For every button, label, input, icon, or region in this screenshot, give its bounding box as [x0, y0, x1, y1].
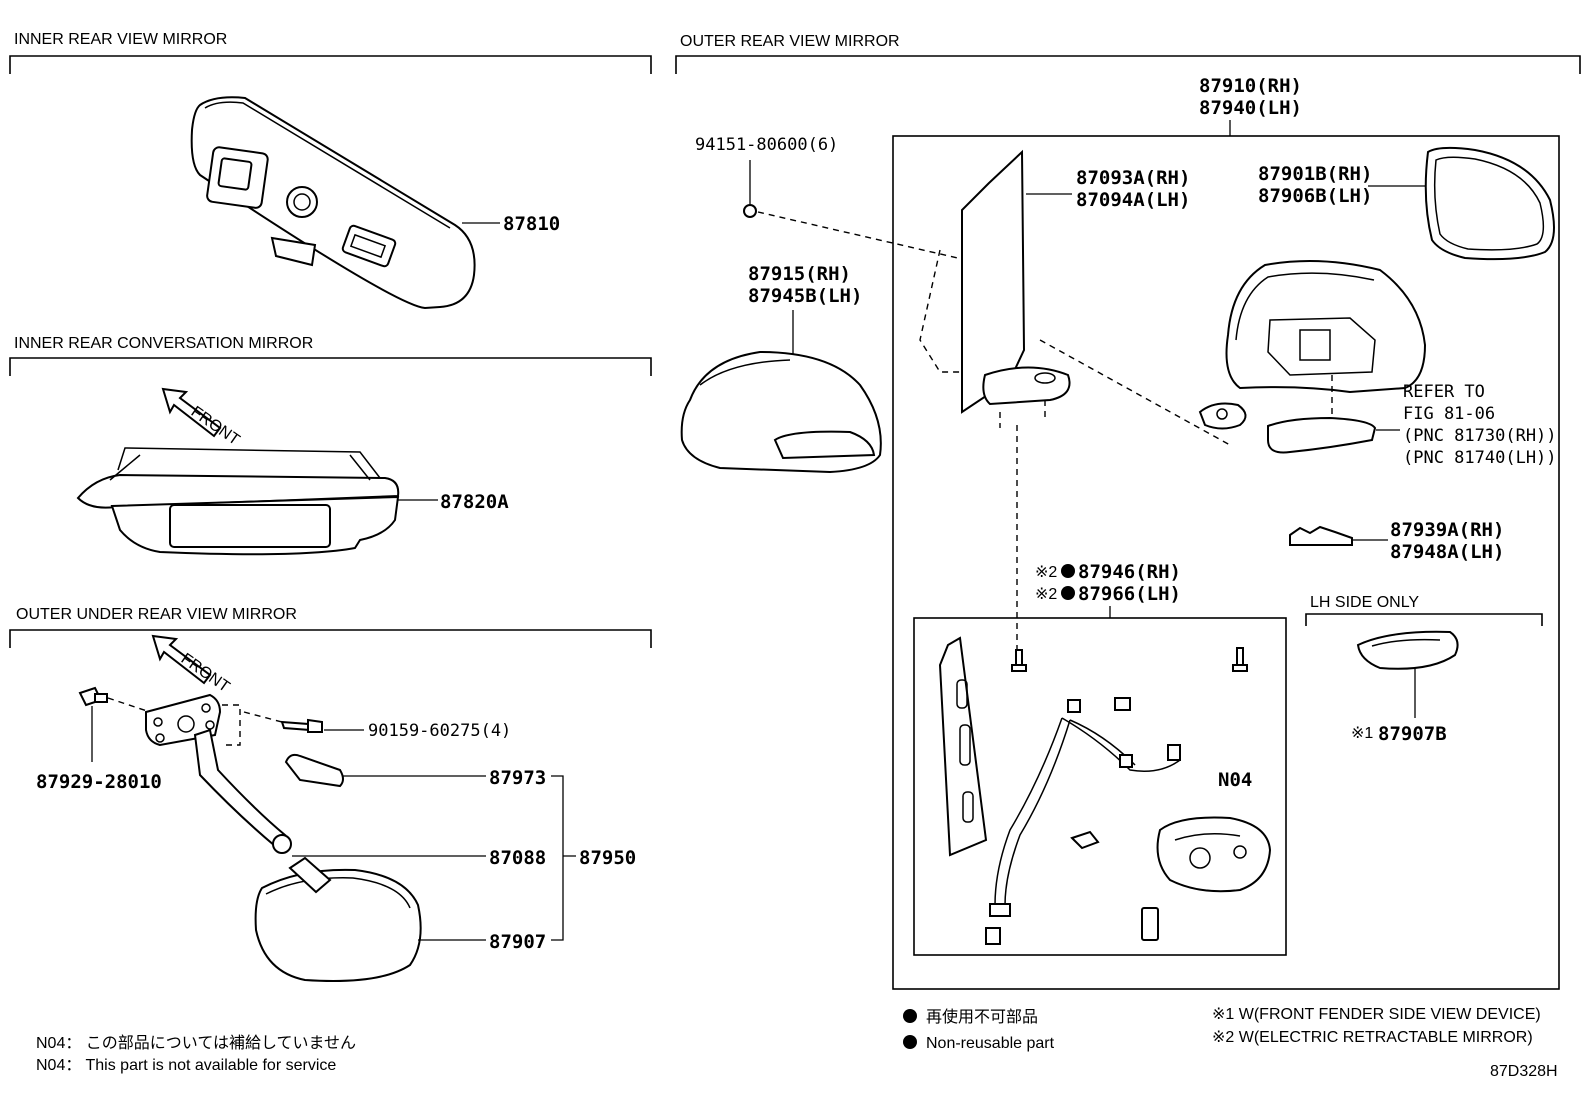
section-bracket [675, 55, 1581, 74]
inner-mirror-drawing [190, 96, 476, 310]
legend-note1: ※1 W(FRONT FENDER SIDE VIEW DEVICE) [1212, 1006, 1541, 1023]
part-number-87966: 87966(LH) [1078, 583, 1181, 605]
part-number-87945b: 87945B(LH) [748, 285, 862, 307]
part-number-87915: 87915(RH) [748, 263, 851, 285]
side-view-device-drawing [1356, 630, 1459, 670]
section-bracket [9, 357, 652, 376]
part-number-87946: 87946(RH) [1078, 561, 1181, 583]
nonreusable-dot-icon [903, 1009, 917, 1023]
refer-note-line4: (PNC 81740(LH)) [1403, 448, 1557, 468]
front-arrow-icon: FRONT [161, 387, 243, 449]
part-number-87820a: 87820A [440, 491, 509, 513]
part-number-87088: 87088 [489, 847, 546, 869]
conversation-mirror-drawing [76, 447, 400, 556]
retractor-frame [913, 617, 1287, 956]
part-number-94151-80600: 94151-80600(6) [695, 135, 838, 155]
section-title-outer-rear-view-mirror: OUTER REAR VIEW MIRROR [680, 33, 900, 50]
nut-icon [743, 204, 757, 218]
part-number-90159-60275: 90159-60275(4) [368, 721, 511, 741]
legend-n04-en: N04： This part is not available for serv… [36, 1057, 336, 1074]
part-number-87939a: 87939A(RH) [1390, 519, 1504, 541]
part-number-87973: 87973 [489, 767, 546, 789]
note-mark-87946: ※2 [1035, 564, 1057, 581]
section-bracket [9, 629, 652, 648]
section-bracket [9, 55, 652, 74]
part-number-87948a: 87948A(LH) [1390, 541, 1504, 563]
section-title-lh-side-only: LH SIDE ONLY [1310, 594, 1419, 611]
svg-text:FRONT: FRONT [178, 650, 233, 696]
section-title-inner-rear-view-mirror: INNER REAR VIEW MIRROR [14, 31, 227, 48]
mirror-base-drawing [919, 149, 1231, 446]
part-number-87093a: 87093A(RH) [1076, 167, 1190, 189]
front-arrow-icon: FRONT [151, 634, 233, 696]
part-number-87901b: 87901B(RH) [1258, 163, 1372, 185]
part-number-87094a: 87094A(LH) [1076, 189, 1190, 211]
note-mark-87907b: ※1 [1351, 725, 1373, 742]
part-number-87940: 87940(LH) [1199, 97, 1302, 119]
part-number-87929-28010: 87929-28010 [36, 771, 162, 793]
section-title-inner-rear-conversation-mirror: INNER REAR CONVERSATION MIRROR [14, 335, 313, 352]
assembly-frame [892, 135, 1560, 990]
mirror-cover-drawing [680, 350, 882, 474]
mirror-glass-drawing [1424, 146, 1555, 261]
legend-nonreusable-jp: 再使用不可部品 [926, 1008, 1038, 1026]
assembly-bracket [551, 775, 576, 941]
drawing-code: 87D328H [1490, 1063, 1558, 1080]
part-number-87910: 87910(RH) [1199, 75, 1302, 97]
legend-note2: ※2 W(ELECTRIC RETRACTABLE MIRROR) [1212, 1029, 1533, 1046]
under-mirror-drawing [78, 686, 422, 982]
refer-note-line2: FIG 81-06 [1403, 404, 1495, 424]
refer-note-line1: REFER TO [1403, 382, 1485, 402]
legend-n04-jp: N04： この部品については補給していません [36, 1034, 356, 1052]
part-number-87810: 87810 [503, 213, 560, 235]
dashed-line [757, 211, 976, 263]
part-number-87907b: 87907B [1378, 723, 1447, 745]
nonreusable-dot-icon [1061, 564, 1075, 578]
part-number-87906b: 87906B(LH) [1258, 185, 1372, 207]
note-mark-87966: ※2 [1035, 586, 1057, 603]
legend-nonreusable-en: Non-reusable part [926, 1035, 1055, 1052]
mirror-housing-drawing [1198, 260, 1427, 454]
refer-note-line3: (PNC 81730(RH)) [1403, 426, 1557, 446]
part-code-n04: N04 [1218, 769, 1252, 791]
part-number-87950: 87950 [579, 847, 636, 869]
clip-part [1289, 525, 1353, 546]
section-bracket [1305, 613, 1543, 626]
retractor-drawing [938, 636, 1272, 945]
section-title-outer-under-rear-view-mirror: OUTER UNDER REAR VIEW MIRROR [16, 606, 297, 623]
nonreusable-dot-icon [903, 1035, 917, 1049]
part-number-87907: 87907 [489, 931, 546, 953]
svg-text:FRONT: FRONT [188, 403, 243, 449]
nonreusable-dot-icon [1061, 586, 1075, 600]
